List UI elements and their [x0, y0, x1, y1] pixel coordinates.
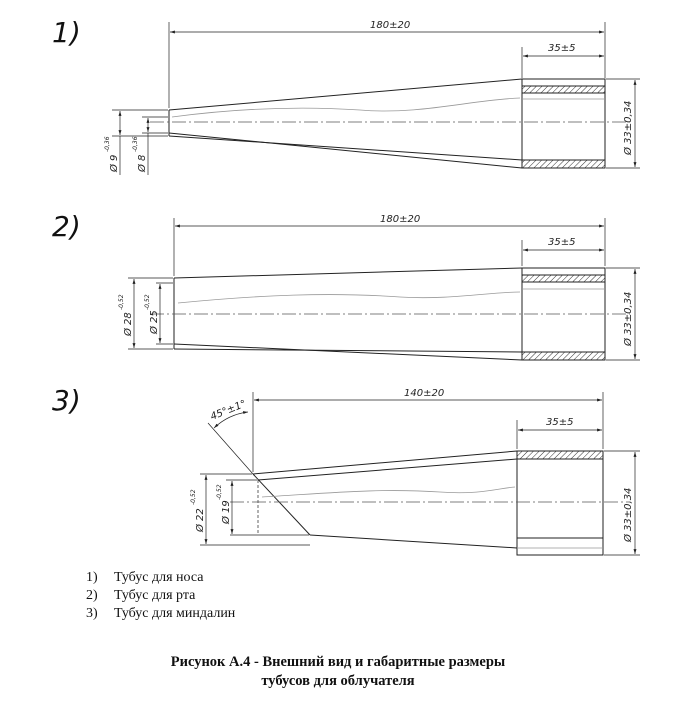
- figure-3-length-dim: 140±20: [404, 388, 444, 399]
- figure-3-label: 3): [52, 384, 81, 417]
- legend-item-text: Тубус для рта: [114, 588, 196, 603]
- figure-2-tip-inner-tol: -0,52: [144, 294, 151, 310]
- figure-2-mouth-tube: 2) 180±20 35±5 Ø 33±0,34: [52, 210, 640, 361]
- figure-2-tip-outer-tol: -0,52: [118, 294, 125, 310]
- figure-2-cuff-dim: 35±5: [548, 237, 575, 248]
- figure-1-length-dim: 180±20: [370, 20, 410, 31]
- figure-3-tip-inner-dim: Ø 19: [220, 500, 232, 525]
- figure-3-tip-outer-tol: -0,52: [190, 489, 197, 505]
- figure-3-cuff-dim: 35±5: [546, 417, 573, 428]
- legend-item-number: 2): [86, 588, 98, 603]
- legend-item-number: 3): [86, 606, 98, 621]
- caption-line-1: Рисунок А.4 - Внешний вид и габаритные р…: [170, 654, 506, 670]
- figure-1-nose-tube: 1) 180±20 35±5 Ø 33±0,34: [52, 16, 640, 175]
- legend-item-text: Тубус для носа: [114, 570, 204, 585]
- figure-1-tip-outer-dim: Ø 9: [108, 155, 120, 173]
- figure-1-tip-inner-dim: Ø 8: [136, 155, 148, 173]
- figure-3-tip-inner-tol: -0,52: [216, 484, 223, 500]
- figure-2-length-dim: 180±20: [380, 214, 420, 225]
- technical-drawing: 1) 180±20 35±5 Ø 33±0,34: [52, 16, 640, 556]
- legend-item: 1) Тубус для носа: [86, 569, 235, 587]
- legend-item-number: 1): [86, 570, 98, 585]
- figure-3-angle-dim: 45°±1°: [209, 399, 248, 423]
- legend-item: 3) Тубус для миндалин: [86, 605, 235, 623]
- figure-1-tip-outer-tol: -0,36: [104, 136, 111, 152]
- figure-caption: Рисунок А.4 - Внешний вид и габаритные р…: [0, 653, 676, 691]
- figure-3-tonsil-tube: 3) 140±20 35±5 Ø 33±0,34 45°±1°: [52, 384, 640, 556]
- legend-item-text: Тубус для миндалин: [114, 606, 236, 621]
- figure-1-tip-inner-tol: -0,36: [132, 136, 139, 152]
- figure-2-tip-inner-dim: Ø 25: [148, 310, 160, 335]
- legend-item: 2) Тубус для рта: [86, 587, 235, 605]
- figure-legend: 1) Тубус для носа 2) Тубус для рта 3) Тубус…: [86, 569, 235, 623]
- figure-2-tip-outer-dim: Ø 28: [122, 312, 134, 337]
- figure-3-outer-diameter-dim: Ø 33±0,34: [622, 488, 634, 543]
- figure-2-outer-diameter-dim: Ø 33±0,34: [622, 292, 634, 347]
- caption-line-2: тубусов для облучателя: [261, 673, 415, 689]
- figure-1-outer-diameter-dim: Ø 33±0,34: [622, 101, 634, 156]
- figure-2-label: 2): [52, 210, 81, 243]
- figure-1-cuff-dim: 35±5: [548, 43, 575, 54]
- figure-1-label: 1): [52, 16, 81, 49]
- figure-3-tip-outer-dim: Ø 22: [194, 508, 206, 533]
